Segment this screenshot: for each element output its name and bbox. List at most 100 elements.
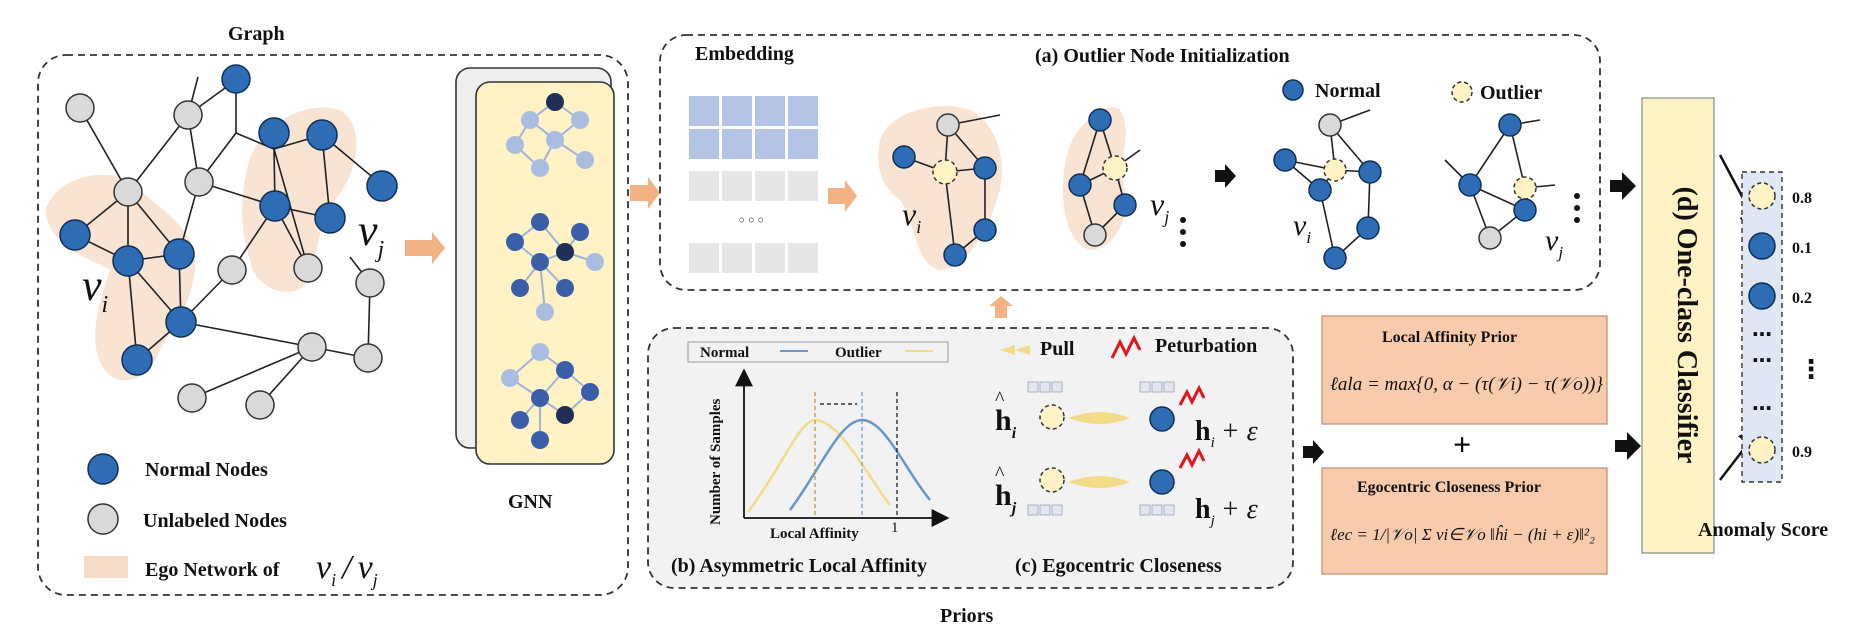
prior-plus-sign: +	[1453, 426, 1471, 462]
anomaly-score-column: … … … 0.8 0.1 0.2 0.9 ⋮ Anomaly Score	[1698, 171, 1828, 541]
closeness-normal-i	[1149, 406, 1175, 432]
score-dots-3: …	[1752, 391, 1772, 415]
init-legend-normal-icon	[1282, 79, 1304, 101]
score-value-1: 0.8	[1792, 190, 1812, 207]
local-affinity-prior-box: Local Affinity Prior ℓala = max{0, α − (…	[1321, 315, 1608, 425]
one-class-classifier: (d) One-class Classifier	[1641, 97, 1715, 554]
legend-normal-label: Normal Nodes	[145, 459, 268, 481]
outlier-init-panel: Embedding (a) Outlier Node Initializatio…	[659, 34, 1601, 291]
score-vdots: ⋮	[1798, 355, 1824, 385]
closeness-outlier-j	[1039, 467, 1065, 493]
score-node-2	[1748, 232, 1776, 260]
graph-legend: Normal Nodes Unlabeled Nodes Ego Network…	[84, 453, 378, 590]
result-graph-vi: vi	[1273, 109, 1382, 270]
egocentric-formula: ℓec = 1/|𝒱o| Σ vi∈𝒱o ‖ĥi − (hi + ε)‖²₂	[1330, 525, 1595, 544]
result-vi-label: vi	[1293, 209, 1311, 247]
vi-label: vi	[82, 261, 108, 318]
h-hat-j: hj	[995, 479, 1017, 517]
score-value-3: 0.2	[1792, 290, 1812, 307]
arrow-priors-up	[989, 296, 1013, 318]
init-legend-outlier: Outlier	[1480, 82, 1542, 104]
arrow-priors-to-classifier	[1615, 432, 1641, 460]
perturbation-icon-j	[1178, 447, 1206, 469]
score-dots-1: …	[1752, 317, 1772, 341]
graph-panel: Graph	[37, 23, 629, 596]
chart-legend-outlier: Outlier	[835, 345, 882, 361]
gnn-card-front	[475, 81, 615, 465]
prior-b-label: (b) Asymmetric Local Affinity	[671, 555, 927, 577]
score-node-1	[1748, 182, 1776, 210]
init-vi-label: vi	[902, 196, 921, 237]
legend-unlabeled-label: Unlabeled Nodes	[143, 510, 287, 532]
legend-ego-label: Ego Network of	[145, 559, 280, 581]
init-legend-normal: Normal	[1315, 80, 1381, 102]
perturbation-icon	[1110, 334, 1142, 359]
score-column-box	[1741, 171, 1783, 483]
graph-title: Graph	[228, 23, 285, 45]
init-vj-label: vj	[1150, 186, 1169, 227]
chart-x-tick: 1	[891, 520, 899, 536]
legend-normal-node-icon	[87, 453, 119, 485]
priors-panel: Normal Outlier Number of Samples Local A…	[647, 327, 1294, 589]
h-hat-i-caret: ^	[995, 388, 1005, 410]
embedding-ellipsis: ◦◦◦	[737, 211, 765, 230]
arrow-priors-to-boxes	[1303, 440, 1324, 464]
chart-ylabel: Number of Samples	[708, 398, 724, 525]
outlier-init-title: (a) Outlier Node Initialization	[1035, 45, 1290, 67]
legend-ego-swatch	[84, 556, 128, 578]
closeness-normal-j	[1149, 469, 1175, 495]
gnn-label: GNN	[508, 491, 553, 513]
priors-border	[647, 327, 1294, 589]
legend-ego-nodes: vi/vj	[316, 549, 378, 590]
egocentric-closeness-prior-box: Egocentric Closeness Prior ℓec = 1/|𝒱o| …	[1321, 467, 1608, 575]
perturbation-icon-i	[1178, 384, 1206, 406]
embedding-matrix: ◦◦◦	[687, 94, 820, 275]
anomaly-score-label: Anomaly Score	[1698, 519, 1828, 541]
arrow-graph-to-gnn	[405, 232, 445, 264]
arrow-init-to-result	[1215, 164, 1236, 188]
result-vj-label: vj	[1545, 224, 1563, 262]
arrow-gnn-to-embedding	[630, 177, 660, 209]
chart-legend-normal: Normal	[700, 345, 749, 361]
score-dots-2: …	[1752, 343, 1772, 367]
score-node-3	[1748, 282, 1776, 310]
h-hat-i: hi	[995, 404, 1017, 442]
graph-nodes	[59, 64, 398, 420]
init-ego-vj: vj	[1062, 107, 1186, 250]
local-affinity-title: Local Affinity Prior	[1382, 329, 1517, 346]
graph-panel-border	[37, 54, 629, 596]
arrow-embedding-to-init	[828, 180, 857, 212]
outlier-init-border	[659, 34, 1601, 291]
local-affinity-formula: ℓala = max{0, α − (τ(𝒱i) − τ(𝒱o))}	[1330, 374, 1603, 395]
prior-c-label: (c) Egocentric Closeness	[1015, 555, 1222, 577]
score-value-4: 0.9	[1792, 444, 1812, 461]
chart-xlabel: Local Affinity	[770, 526, 859, 542]
priors-label: Priors	[940, 605, 994, 627]
h-hat-j-caret: ^	[995, 463, 1005, 485]
pull-arrow-j	[1068, 476, 1130, 488]
ego-network-vi	[45, 174, 196, 381]
gnn-mini-nodes	[501, 93, 604, 449]
pull-icon	[1000, 345, 1030, 355]
h-j-plus-eps: hj+ ε	[1195, 494, 1258, 529]
gnn-block: GNN	[455, 67, 615, 513]
score-value-2: 0.1	[1792, 240, 1812, 257]
pull-arrow-i	[1068, 412, 1130, 424]
pull-label: Pull	[1040, 338, 1075, 360]
result-graph-vj: vj	[1444, 113, 1580, 262]
ego-network-vj	[242, 107, 357, 292]
chart-legend-box	[687, 341, 949, 363]
init-ego-vi: vi	[878, 106, 1002, 270]
egocentric-title: Egocentric Closeness Prior	[1357, 479, 1541, 496]
init-legend-outlier-icon	[1451, 81, 1473, 103]
score-node-4	[1748, 436, 1776, 464]
embedding-label: Embedding	[695, 43, 794, 65]
vj-label: vj	[358, 206, 385, 263]
arrow-init-to-classifier	[1610, 172, 1636, 200]
perturbation-label: Peturbation	[1155, 335, 1257, 357]
closeness-outlier-i	[1039, 404, 1065, 430]
legend-unlabeled-node-icon	[87, 503, 119, 535]
classifier-label: (d) One-class Classifier	[1671, 187, 1702, 464]
h-i-plus-eps: hi+ ε	[1195, 416, 1258, 451]
